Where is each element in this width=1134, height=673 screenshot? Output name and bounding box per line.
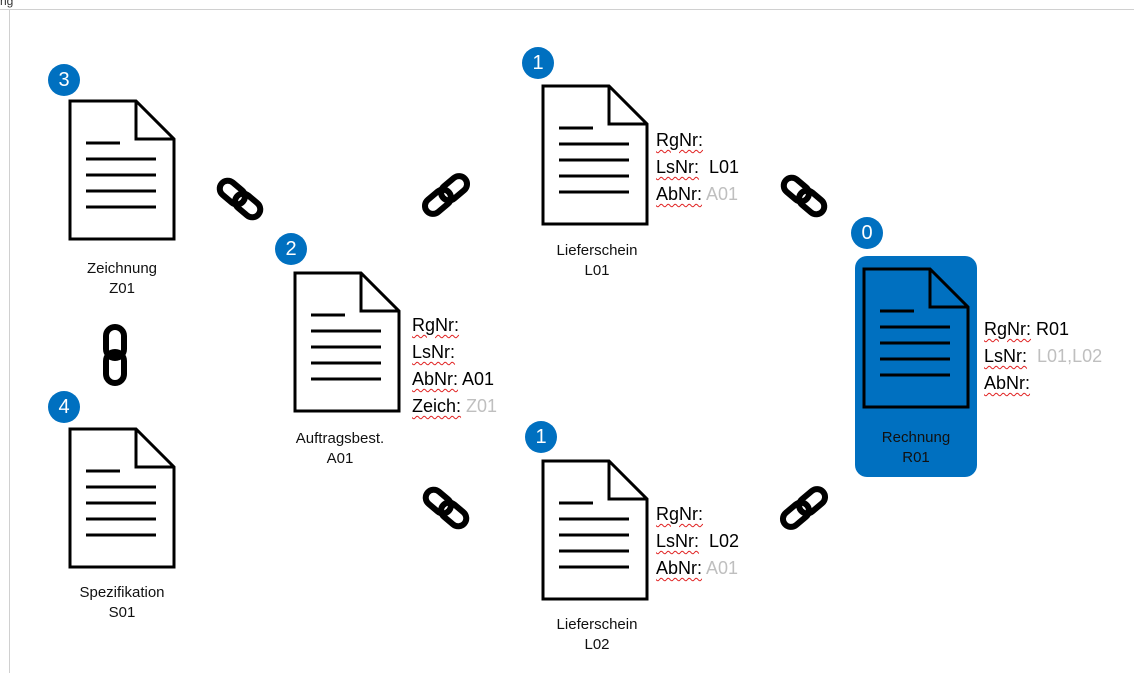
lieferschein1-caption: Lieferschein L01 (527, 241, 667, 281)
auftrag-badge: 2 (275, 233, 307, 265)
lieferschein2-document-icon[interactable] (541, 459, 649, 601)
field-value: R01 (1036, 319, 1070, 339)
field-label: RgNr: (412, 315, 460, 335)
lieferschein2-fields: RgNr: LsNr: L02 AbNr: A01 (656, 501, 739, 582)
spezifikation-id: S01 (108, 604, 136, 621)
lieferschein1-field-rgnr: RgNr: (656, 127, 739, 154)
field-value: L01,L02 (1037, 346, 1103, 366)
auftrag-field-rgnr: RgNr: (412, 312, 497, 339)
rechnung-caption: Rechnung R01 (846, 428, 986, 468)
field-value: Z01 (466, 396, 498, 416)
field-value: A01 (706, 184, 739, 204)
field-label: LsNr: (984, 346, 1028, 366)
field-label: RgNr: (656, 504, 704, 524)
spezifikation-badge: 4 (48, 391, 80, 423)
lieferschein1-field-lsnr: LsNr: L01 (656, 154, 739, 181)
lieferschein1-field-abnr: AbNr: A01 (656, 181, 739, 208)
lieferschein1-document-icon[interactable] (541, 84, 649, 226)
lieferschein2-field-abnr: AbNr: A01 (656, 555, 739, 582)
field-label: AbNr: (656, 558, 703, 578)
rechnung-fields: RgNr: R01 LsNr: L01,L02 AbNr: (984, 316, 1102, 397)
rechnung-badge: 0 (851, 217, 883, 249)
field-label: AbNr: (984, 373, 1031, 393)
field-label: AbNr: (412, 369, 459, 389)
auftrag-id: A01 (326, 450, 354, 467)
link-lieferschein1-rechnung-icon (780, 174, 828, 218)
field-label: Zeich: (412, 396, 462, 416)
rechnung-id: R01 (902, 449, 930, 466)
auftrag-field-abnr: AbNr: A01 (412, 366, 497, 393)
auftrag-fields: RgNr: LsNr: AbNr: A01 Zeich: Z01 (412, 312, 497, 420)
field-label: RgNr: (656, 130, 704, 150)
lieferschein2-title: Lieferschein (556, 616, 638, 633)
spezifikation-title: Spezifikation (79, 584, 165, 601)
header-text: ng (0, 0, 14, 8)
auftrag-caption: Auftragsbest. A01 (270, 429, 410, 469)
rechnung-field-rgnr: RgNr: R01 (984, 316, 1102, 343)
zeichnung-caption: Zeichnung Z01 (52, 259, 192, 299)
link-lieferschein2-rechnung-icon (779, 486, 829, 530)
field-label: LsNr: (656, 531, 700, 551)
field-value: A01 (706, 558, 739, 578)
lieferschein2-caption: Lieferschein L02 (527, 615, 667, 655)
zeichnung-badge: 3 (48, 64, 80, 96)
lieferschein2-id: L02 (584, 636, 610, 653)
zeichnung-id: Z01 (109, 280, 135, 297)
link-zeichnung-spezifikation-icon (103, 324, 127, 386)
link-auftrag-lieferschein1-icon (421, 173, 471, 217)
rechnung-field-lsnr: LsNr: L01,L02 (984, 343, 1102, 370)
field-value: L01 (709, 157, 740, 177)
field-label: AbNr: (656, 184, 703, 204)
zeichnung-document-icon[interactable] (68, 99, 176, 241)
spezifikation-document-icon[interactable] (68, 427, 176, 569)
lieferschein1-fields: RgNr: LsNr: L01 AbNr: A01 (656, 127, 739, 208)
field-label: RgNr: (984, 319, 1032, 339)
rechnung-field-abnr: AbNr: (984, 370, 1102, 397)
field-label: LsNr: (656, 157, 700, 177)
lieferschein1-badge: 1 (522, 47, 554, 79)
lieferschein2-field-rgnr: RgNr: (656, 501, 739, 528)
auftrag-field-lsnr: LsNr: (412, 339, 497, 366)
auftrag-title: Auftragsbest. (295, 430, 385, 447)
link-auftrag-lieferschein2-icon (422, 486, 470, 530)
auftrag-document-icon[interactable] (293, 271, 401, 413)
zeichnung-title: Zeichnung (86, 260, 158, 277)
link-zeichnung-auftrag-icon (216, 177, 264, 221)
auftrag-field-zeich: Zeich: Z01 (412, 393, 497, 420)
rechnung-title: Rechnung (881, 429, 951, 446)
lieferschein2-badge: 1 (525, 421, 557, 453)
lieferschein1-id: L01 (584, 262, 610, 279)
spezifikation-caption: Spezifikation S01 (52, 583, 192, 623)
lieferschein1-title: Lieferschein (556, 242, 638, 259)
field-label: LsNr: (412, 342, 456, 362)
lieferschein2-field-lsnr: LsNr: L02 (656, 528, 739, 555)
field-value: A01 (462, 369, 495, 389)
frame-top-border (0, 9, 1134, 10)
frame-left-border (9, 9, 10, 673)
field-value: L02 (709, 531, 740, 551)
rechnung-document-icon[interactable] (862, 267, 970, 409)
